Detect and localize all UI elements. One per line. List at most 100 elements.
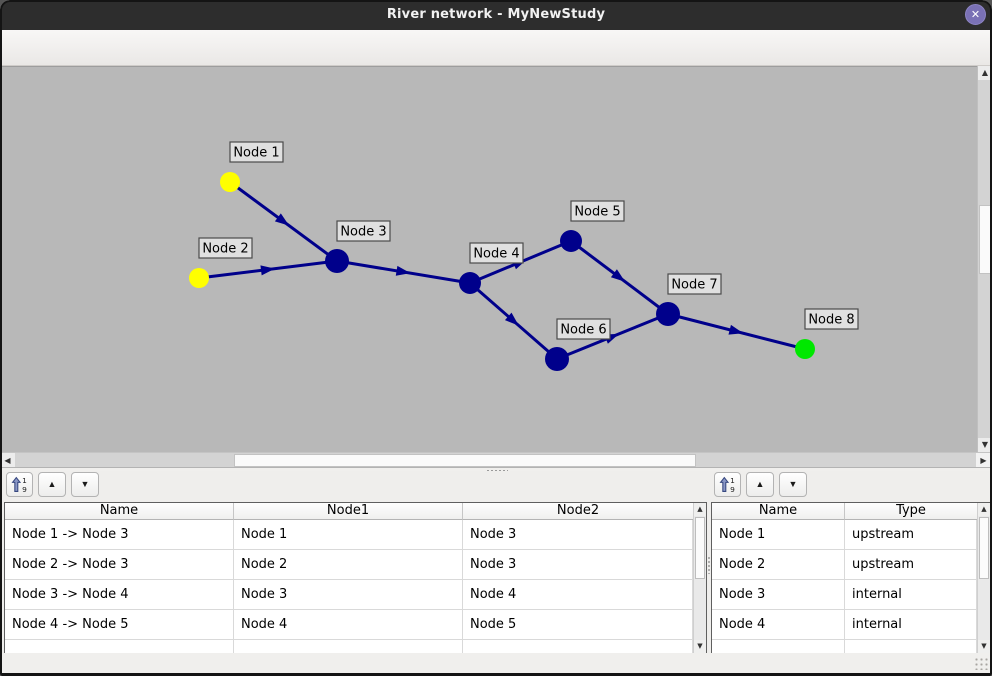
canvas-horizontal-scrollbar[interactable]: ◀ ▶	[0, 452, 992, 468]
node-label: Node 8	[808, 313, 854, 328]
table-cell[interactable]: Node 2	[234, 550, 463, 580]
node-label: Node 6	[560, 323, 606, 338]
sort-ascending-icon: 1 9	[11, 476, 28, 496]
scroll-down-icon[interactable]: ▼	[694, 640, 706, 653]
reach-move-up-button[interactable]: ▲	[38, 472, 66, 497]
horizontal-scrollbar-thumb[interactable]	[234, 454, 696, 467]
column-header[interactable]: Name	[5, 503, 234, 520]
edge-arrow-icon	[274, 213, 290, 226]
table-cell[interactable]: Node 3	[463, 520, 693, 550]
reach-sort-button[interactable]: 1 9	[6, 472, 33, 497]
graph-node[interactable]	[545, 347, 569, 371]
splitter-handle-dots[interactable]	[486, 469, 508, 472]
table-cell[interactable]: Node 3	[463, 550, 693, 580]
graph-node[interactable]	[560, 230, 582, 252]
table-cell[interactable]: upstream	[845, 520, 977, 550]
status-bar	[0, 653, 992, 674]
graph-node[interactable]	[189, 268, 209, 288]
column-header[interactable]: Type	[845, 503, 977, 520]
table-cell[interactable]: Node 4	[463, 580, 693, 610]
scroll-up-icon[interactable]: ▲	[978, 503, 990, 516]
graph-node[interactable]	[220, 172, 240, 192]
edge-arrow-icon	[728, 324, 744, 335]
up-triangle-icon: ▲	[47, 479, 57, 489]
table-row-partial[interactable]	[712, 640, 990, 653]
node-label: Node 1	[233, 146, 279, 161]
table-cell[interactable]	[712, 640, 845, 653]
table-cell[interactable]: Node 4	[234, 610, 463, 640]
node-label-box	[336, 220, 391, 242]
node-table-scrollbar[interactable]: ▲ ▼	[977, 503, 990, 653]
down-triangle-icon: ▼	[80, 479, 90, 489]
table-cell[interactable]: upstream	[845, 550, 977, 580]
table-cell[interactable]: Node 5	[463, 610, 693, 640]
close-button[interactable]: ✕	[965, 4, 986, 25]
table-cell[interactable]: internal	[845, 580, 977, 610]
node-label: Node 3	[340, 225, 386, 240]
column-header[interactable]: Node2	[463, 503, 693, 520]
graph-node[interactable]	[795, 339, 815, 359]
table-cell[interactable]: Node 3 -> Node 4	[5, 580, 234, 610]
scrollbar-thumb[interactable]	[695, 517, 705, 579]
scroll-down-icon[interactable]: ▼	[978, 438, 992, 452]
table-cell[interactable]: Node 1 -> Node 3	[5, 520, 234, 550]
reach-table-scrollbar[interactable]: ▲ ▼	[693, 503, 706, 653]
scrollbar-thumb[interactable]	[979, 517, 989, 579]
column-header[interactable]: Name	[712, 503, 845, 520]
table-cell[interactable]	[845, 640, 977, 653]
table-cell[interactable]	[234, 640, 463, 653]
reach-move-down-button[interactable]: ▼	[71, 472, 99, 497]
table-row-partial[interactable]	[5, 640, 706, 653]
up-triangle-icon: ▲	[755, 479, 765, 489]
svg-text:9: 9	[22, 485, 27, 493]
edge-arrow-icon	[260, 265, 275, 276]
table-cell[interactable]: Node 3	[234, 580, 463, 610]
node-move-down-button[interactable]: ▼	[779, 472, 807, 497]
table-cell[interactable]: Node 3	[712, 580, 845, 610]
node-label-box	[229, 141, 284, 163]
resize-grip[interactable]	[974, 657, 988, 670]
scroll-down-icon[interactable]: ▼	[978, 640, 990, 653]
scroll-up-icon[interactable]: ▲	[694, 503, 706, 516]
table-cell[interactable]	[5, 640, 234, 653]
table-splitter-handle[interactable]	[707, 556, 711, 574]
edge-arrow-icon	[504, 312, 519, 326]
sort-ascending-icon: 1 9	[719, 476, 736, 496]
node-move-up-button[interactable]: ▲	[746, 472, 774, 497]
svg-text:9: 9	[730, 485, 735, 493]
graph-node[interactable]	[656, 302, 680, 326]
node-label: Node 7	[671, 278, 717, 293]
table-cell[interactable]: Node 4 -> Node 5	[5, 610, 234, 640]
graph-node[interactable]	[325, 249, 349, 273]
node-label-box	[570, 200, 625, 222]
column-header[interactable]: Node1	[234, 503, 463, 520]
table-cell[interactable]: Node 1	[712, 520, 845, 550]
table-cell[interactable]: Node 4	[712, 610, 845, 640]
scroll-right-icon[interactable]: ▶	[976, 453, 991, 468]
vertical-scrollbar-thumb[interactable]	[979, 205, 991, 274]
table-cell[interactable]: Node 1	[234, 520, 463, 550]
main-toolbar	[0, 30, 992, 90]
table-cell[interactable]: Node 2 -> Node 3	[5, 550, 234, 580]
scroll-up-icon[interactable]: ▲	[978, 66, 992, 80]
table-cell[interactable]	[463, 640, 693, 653]
canvas-vertical-scrollbar[interactable]: ▲ ▼	[977, 66, 992, 452]
scroll-left-icon[interactable]: ◀	[0, 453, 15, 468]
table-cell[interactable]: internal	[845, 610, 977, 640]
title-bar[interactable]: River network - MyNewStudy ✕	[0, 0, 992, 30]
graph-node[interactable]	[459, 272, 481, 294]
node-sort-button[interactable]: 1 9	[714, 472, 741, 497]
table-cell[interactable]: Node 2	[712, 550, 845, 580]
